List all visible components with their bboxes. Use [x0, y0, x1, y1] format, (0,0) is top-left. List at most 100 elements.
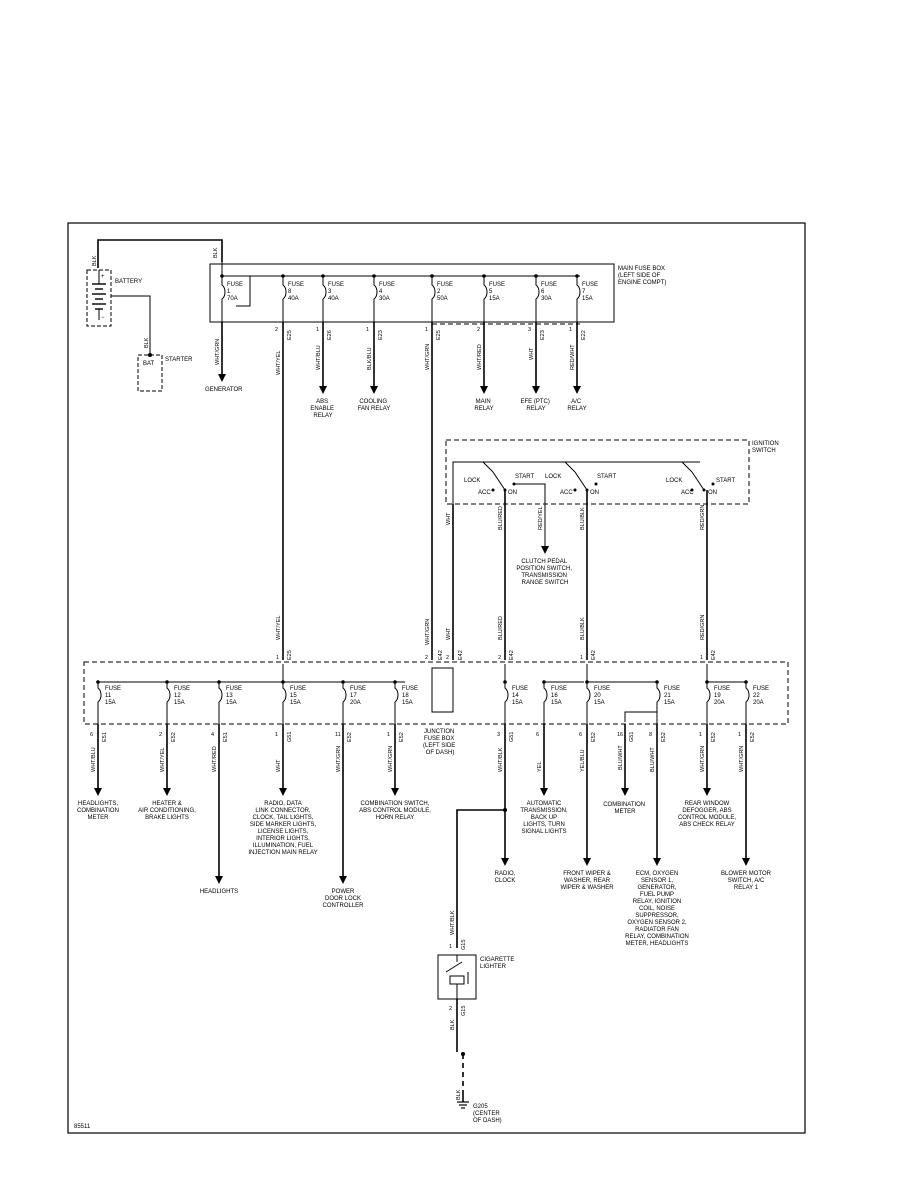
svg-text:WHT/GRN: WHT/GRN	[425, 619, 431, 645]
starter: BLK BAT STARTER	[137, 337, 193, 392]
svg-text:BLU/BLK: BLU/BLK	[580, 507, 586, 530]
main-fuse-3-dest: ABS ENABLE RELAY	[310, 399, 335, 419]
svg-text:4: 4	[211, 732, 214, 738]
starter-terminal: BAT	[143, 361, 155, 367]
junction-output-18-dest: COMBINATION SWITCH,ABS CONTROL MODULE,HO…	[359, 801, 431, 821]
junction-output-14-dest: RADIO,CLOCK	[495, 871, 516, 884]
svg-text:G15: G15	[461, 1006, 467, 1016]
svg-text:E52: E52	[171, 732, 177, 742]
main-fuse-box: BLK MAIN FUSE BOX (LEFT SIDE OF ENGINE C…	[209, 247, 666, 325]
svg-text:WHT/BLU: WHT/BLU	[91, 747, 97, 772]
svg-text:RED/GRN: RED/GRN	[700, 615, 706, 640]
ignition-switch: IGNITION SWITCH WHT LOCK ACC ON START LO…	[445, 439, 779, 661]
svg-text:ACC: ACC	[681, 490, 694, 496]
svg-text:RED/WHT: RED/WHT	[570, 344, 576, 370]
svg-text:1: 1	[387, 732, 390, 738]
svg-text:E52: E52	[399, 732, 405, 742]
svg-text:WHT/RED: WHT/RED	[212, 746, 218, 772]
svg-text:WHT/YEL: WHT/YEL	[276, 616, 282, 640]
svg-text:E23: E23	[540, 330, 546, 340]
diagram-frame	[67, 222, 806, 1134]
main-fuse-4-dest: COOLING FAN RELAY	[358, 399, 391, 412]
main-fuse-input-wire: BLK	[213, 247, 219, 258]
svg-text:E51: E51	[223, 732, 229, 742]
diagram-code: 85511	[74, 1124, 91, 1130]
svg-text:WHT/BLU: WHT/BLU	[316, 345, 322, 370]
main-fuse-8-wire: WHT/YEL	[276, 351, 282, 375]
main-fuse-1-wire: WHT/GRN	[215, 339, 221, 365]
svg-text:E52: E52	[711, 732, 717, 742]
svg-text:1: 1	[276, 655, 279, 661]
svg-text:−: −	[101, 315, 105, 321]
svg-text:E42: E42	[438, 650, 444, 660]
svg-text:E52: E52	[347, 732, 353, 742]
svg-text:+: +	[101, 274, 105, 280]
svg-text:LOCK: LOCK	[545, 474, 561, 480]
svg-text:2: 2	[446, 655, 449, 661]
svg-text:BLU/WHT: BLU/WHT	[650, 747, 656, 772]
battery: + − BATTERY BLK	[86, 239, 223, 355]
svg-text:1: 1	[738, 732, 741, 738]
svg-text:WHT/RED: WHT/RED	[477, 344, 483, 370]
junction-fuse-box: JUNCTION FUSE BOX (LEFT SIDE OF DASH) FU…	[83, 661, 789, 756]
svg-text:WHT/GRN: WHT/GRN	[336, 746, 342, 772]
junction-inputs: WHT/YEL 1 E25 WHT/GRN 2 E42 WHT 2 E42	[276, 616, 464, 661]
svg-text:E52: E52	[591, 732, 597, 742]
svg-text:E22: E22	[581, 330, 587, 340]
main-fuse-outputs: WHT/GRN GENERATOR 2 E25 WHT/YEL 1 E26 WH…	[205, 322, 587, 660]
svg-text:1: 1	[580, 655, 583, 661]
svg-text:8: 8	[649, 732, 652, 738]
ignition-start-wire: RED/YEL	[538, 506, 544, 530]
svg-text:6: 6	[90, 732, 93, 738]
junction-fuse-box-title: JUNCTION FUSE BOX (LEFT SIDE OF DASH)	[423, 729, 457, 756]
svg-text:BLK: BLK	[450, 1019, 456, 1030]
svg-text:16: 16	[617, 732, 623, 738]
cigarette-lighter: WHT/BLK 1 G15 CIGARETTE LIGHTER 2 G15 BL…	[437, 808, 514, 1124]
svg-text:1: 1	[316, 327, 319, 333]
svg-text:1: 1	[275, 732, 278, 738]
svg-text:WHT: WHT	[276, 759, 282, 772]
svg-text:E23: E23	[378, 330, 384, 340]
svg-text:1: 1	[449, 944, 452, 950]
junction-output-13-dest: HEADLIGHTS	[200, 889, 238, 895]
starter-wire-label: BLK	[144, 337, 150, 348]
svg-text:WHT/GRN: WHT/GRN	[425, 344, 431, 370]
svg-text:ACC: ACC	[560, 490, 573, 496]
svg-text:E52: E52	[661, 732, 667, 742]
svg-text:G15: G15	[461, 940, 467, 950]
svg-text:E25: E25	[436, 330, 442, 340]
ground-icon	[457, 1101, 469, 1109]
svg-text:WHT/GRN: WHT/GRN	[388, 746, 394, 772]
svg-text:ACC: ACC	[478, 490, 491, 496]
svg-text:E42: E42	[458, 650, 464, 660]
svg-text:6: 6	[536, 732, 539, 738]
